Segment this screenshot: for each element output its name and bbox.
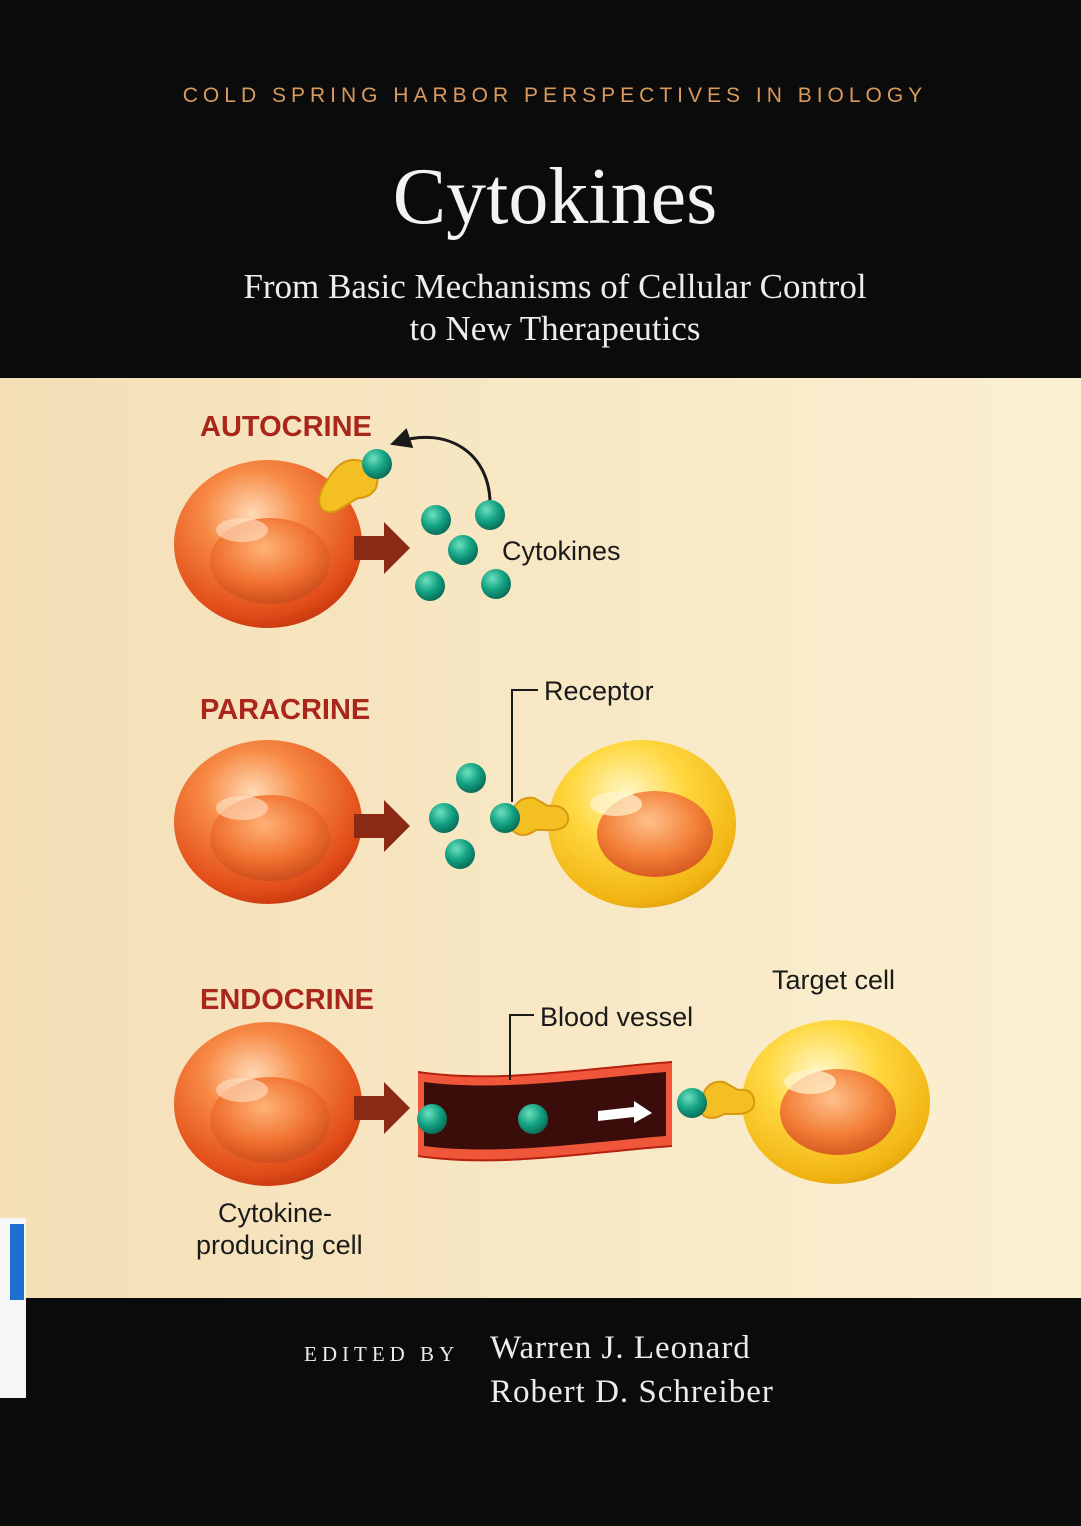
paracrine-secretion-arrow [354, 800, 410, 852]
receptor-label: Receptor [544, 676, 654, 706]
endocrine-target-cell [742, 1020, 930, 1184]
editors-block: EDITED BY Warren J. Leonard Robert D. Sc… [0, 1330, 1081, 1430]
autocrine-receptor [318, 458, 379, 514]
library-label-sticker [0, 1218, 26, 1398]
book-title: Cytokines [392, 153, 718, 241]
endocrine-label: ENDOCRINE [200, 984, 374, 1016]
book-subtitle: From Basic Mechanisms of Cellular Contro… [0, 266, 1081, 350]
producing-cell-label-line-2: producing cell [196, 1230, 363, 1260]
autocrine-secretion-arrow [354, 522, 410, 574]
vessel-leader-line [509, 1014, 534, 1080]
autocrine-label: AUTOCRINE [200, 411, 372, 443]
editor-name-1: Warren J. Leonard [490, 1330, 751, 1366]
endocrine-secretion-arrow [354, 1082, 410, 1134]
autocrine-bound-cytokine [362, 449, 392, 479]
target-cell-label: Target cell [772, 965, 895, 995]
signaling-diagram: AUTOCRINE Cytokines PARACRINE [0, 378, 1081, 1298]
blood-vessel-label: Blood vessel [540, 1002, 693, 1032]
paracrine-label: PARACRINE [200, 694, 370, 726]
endocrine-receptor [700, 1080, 756, 1119]
label-stripe [10, 1224, 24, 1300]
autocrine-return-arrow [390, 428, 492, 509]
vessel-cytokine-2 [518, 1104, 548, 1134]
panel-background [0, 378, 1081, 1298]
flow-arrow [598, 1101, 652, 1123]
endocrine-bound-cytokine [677, 1088, 707, 1118]
paracrine-bound-cytokine [490, 803, 520, 833]
editor-name-2: Robert D. Schreiber [490, 1374, 774, 1410]
paracrine-producing-cell [174, 740, 362, 904]
endocrine-producing-cell [174, 1022, 362, 1186]
receptor-leader-line [511, 689, 538, 802]
autocrine-producing-cell [174, 460, 362, 628]
autocrine-cytokines [415, 500, 511, 601]
cytokines-label: Cytokines [502, 536, 621, 566]
paracrine-target-cell [548, 740, 736, 908]
subtitle-line-1: From Basic Mechanisms of Cellular Contro… [243, 267, 867, 306]
edited-by-label: EDITED BY [304, 1342, 460, 1366]
paracrine-cytokines [429, 763, 486, 869]
subtitle-line-2: to New Therapeutics [409, 309, 701, 348]
paracrine-receptor [511, 796, 570, 836]
series-title: COLD SPRING HARBOR PERSPECTIVES IN BIOLO… [182, 84, 928, 107]
vessel-cytokine-1 [417, 1104, 447, 1134]
producing-cell-label-line-1: Cytokine- [218, 1198, 332, 1228]
